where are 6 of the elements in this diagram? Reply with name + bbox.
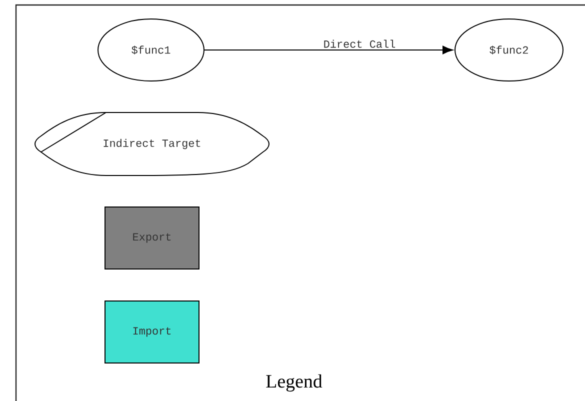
legend-box: Export [104,206,200,270]
legend-box: Import [104,300,200,364]
edge-label: Direct Call [324,40,396,48]
target-hexagon: Indirect Target [34,112,270,176]
arrow [204,46,453,54]
legend-title: Legend [266,374,322,392]
